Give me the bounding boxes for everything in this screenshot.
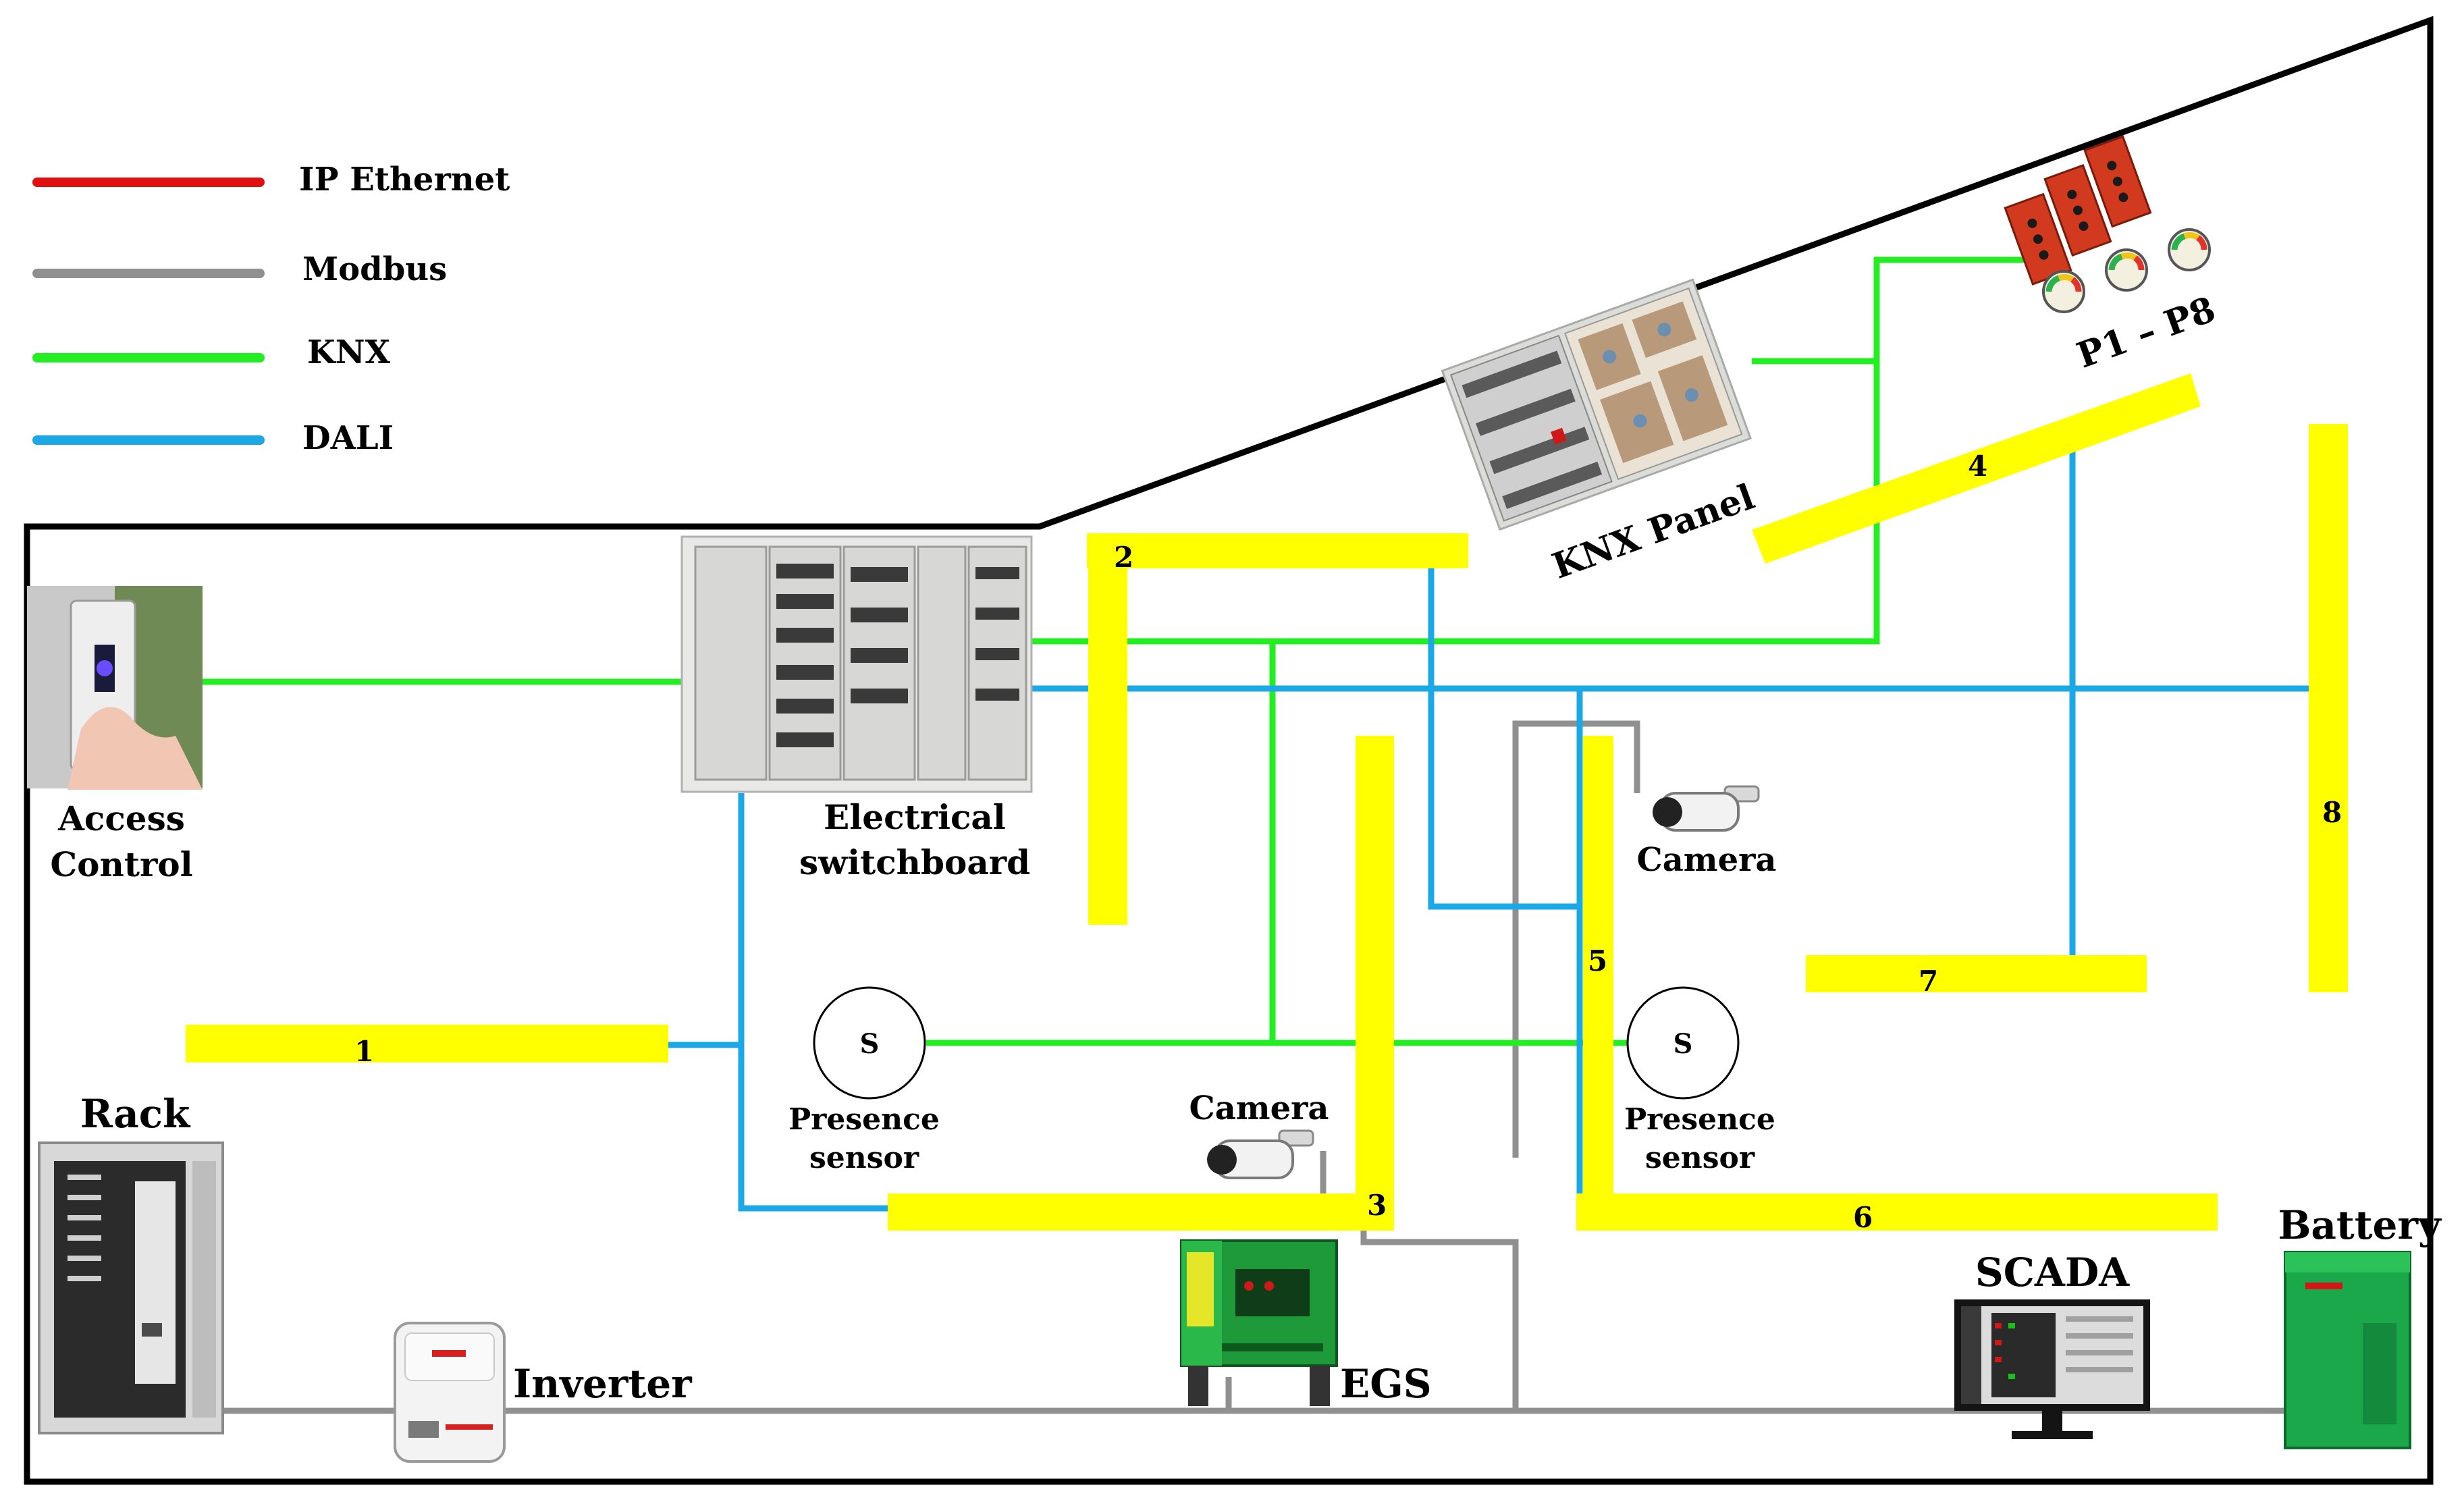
meters-label: P1 – P8 <box>2072 289 2221 377</box>
fixture-4 <box>1752 373 2201 564</box>
knx-panel-device: KNX Panel <box>1441 278 1760 587</box>
scada-label: SCADA <box>1975 1249 2130 1295</box>
building-outline <box>24 16 2434 1485</box>
fixture-5 <box>1583 736 1613 1208</box>
fixture-label-3: 3 <box>1367 1189 1387 1222</box>
battery-device: Battery <box>2278 1202 2442 1449</box>
legend-label-ip-ethernet: IP Ethernet <box>299 161 510 198</box>
legend-label-knx: KNX <box>307 333 391 371</box>
energy-meter-icon <box>2004 135 2211 313</box>
presence-sensor-icon <box>813 986 926 1100</box>
fixture-2-vertical <box>1088 533 1127 925</box>
presence-sensor-right-line1: Presence <box>1624 1102 1775 1137</box>
presence-sensor-right-symbol: S <box>1673 1028 1693 1060</box>
server-rack-icon <box>38 1141 224 1434</box>
inverter-label: Inverter <box>513 1361 693 1407</box>
inverter-device: Inverter <box>394 1322 693 1463</box>
monitor-icon <box>1954 1299 2150 1439</box>
switchboard-label-line1: Electrical <box>824 797 1006 837</box>
presence-sensor-left-line2: sensor <box>809 1141 919 1175</box>
fixture-1 <box>186 1025 668 1063</box>
fixture-label-6: 6 <box>1853 1201 1873 1234</box>
presence-sensor-right-line2: sensor <box>1645 1141 1755 1175</box>
meters-device: P1 – P8 <box>2004 135 2221 377</box>
fixture-6 <box>1576 1193 2218 1231</box>
fixture-label-2: 2 <box>1114 541 1133 574</box>
fixture-2-horizontal <box>1087 533 1468 568</box>
fixture-3-horizontal <box>888 1193 1394 1231</box>
presence-sensor-icon <box>1626 986 1740 1100</box>
rack-device: Rack <box>38 1091 224 1434</box>
camera-left-device: Camera <box>1189 1090 1329 1179</box>
light-fixtures <box>186 373 2348 1231</box>
access-control-label-line1: Access <box>57 799 185 838</box>
access-control-device: Access Control <box>27 586 203 884</box>
fixture-label-4: 4 <box>1968 450 1987 483</box>
knx-wiring <box>203 257 2025 1046</box>
egs-device: EGS <box>1180 1239 1432 1407</box>
camera-left-label: Camera <box>1189 1090 1329 1127</box>
presence-sensor-left: S Presence sensor <box>788 986 940 1175</box>
fixture-label-5: 5 <box>1588 944 1607 977</box>
fixture-7 <box>1806 955 2147 992</box>
presence-sensor-left-symbol: S <box>860 1028 880 1060</box>
generator-icon <box>1180 1239 1338 1406</box>
switchboard-label-line2: switchboard <box>799 842 1030 882</box>
cctv-camera-icon <box>1207 1129 1314 1179</box>
legend-label-modbus: Modbus <box>302 250 447 288</box>
fixture-3-vertical <box>1356 736 1394 1225</box>
egs-label: EGS <box>1340 1361 1432 1407</box>
rack-label: Rack <box>80 1091 191 1137</box>
camera-right-device: Camera <box>1636 785 1777 879</box>
scada-device: SCADA <box>1954 1249 2150 1439</box>
presence-sensor-right: S Presence sensor <box>1624 986 1775 1175</box>
battery-cabinet-icon <box>2284 1251 2411 1449</box>
camera-right-label: Camera <box>1636 841 1776 879</box>
fixture-label-1: 1 <box>354 1035 374 1068</box>
access-control-label-line2: Control <box>50 844 192 884</box>
cctv-camera-icon <box>1653 785 1760 832</box>
legend-label-dali: DALI <box>302 419 394 457</box>
inverter-icon <box>394 1322 506 1463</box>
fixture-labels: 1 2 3 4 5 6 7 8 <box>354 450 2342 1234</box>
switchboard-device: Electrical switchboard <box>680 535 1033 882</box>
presence-sensor-left-line1: Presence <box>788 1102 940 1137</box>
battery-label: Battery <box>2278 1202 2442 1248</box>
fixture-label-8: 8 <box>2322 796 2342 829</box>
fixture-label-7: 7 <box>1919 965 1938 998</box>
fixture-8 <box>2309 424 2348 992</box>
legend: IP Ethernet Modbus KNX DALI <box>32 161 510 457</box>
